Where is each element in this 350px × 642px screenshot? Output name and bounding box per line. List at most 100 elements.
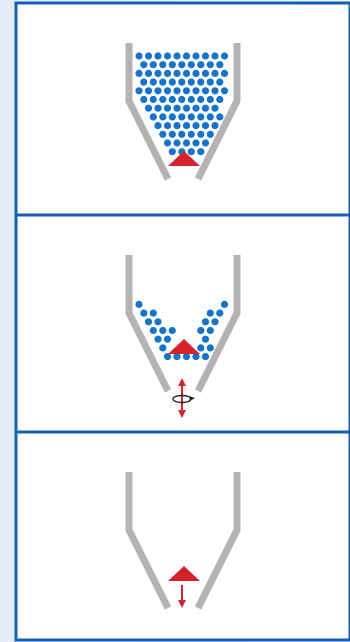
particle bbox=[182, 87, 191, 95]
particle bbox=[201, 318, 210, 326]
particle bbox=[201, 104, 210, 112]
particle bbox=[201, 353, 210, 361]
particle bbox=[220, 69, 229, 77]
arrow-up-head bbox=[178, 378, 186, 386]
particle bbox=[220, 87, 229, 95]
particle bbox=[168, 61, 176, 69]
particle bbox=[135, 69, 143, 77]
particle bbox=[163, 139, 172, 147]
particle bbox=[163, 104, 172, 112]
particle bbox=[159, 95, 167, 104]
particle bbox=[144, 69, 153, 77]
particle bbox=[197, 326, 205, 335]
particle bbox=[159, 344, 167, 352]
down-arrow-head bbox=[178, 600, 186, 608]
particle bbox=[216, 113, 224, 121]
particle bbox=[216, 61, 224, 69]
arrow-down-head bbox=[178, 410, 186, 418]
particle bbox=[220, 300, 229, 308]
particle bbox=[135, 87, 143, 95]
particle bbox=[211, 122, 219, 130]
hopper-right-wall bbox=[194, 43, 241, 181]
particle bbox=[197, 61, 205, 69]
particle bbox=[216, 309, 224, 317]
particle bbox=[144, 87, 153, 95]
particle bbox=[154, 87, 162, 95]
particle bbox=[201, 87, 210, 95]
particle bbox=[173, 69, 181, 77]
particle bbox=[173, 87, 181, 95]
particle bbox=[182, 69, 191, 77]
particle bbox=[144, 318, 153, 326]
particle bbox=[140, 309, 148, 317]
particle bbox=[159, 61, 167, 69]
particle bbox=[197, 344, 205, 352]
particle bbox=[168, 113, 176, 121]
particle bbox=[206, 130, 214, 138]
particle bbox=[197, 148, 205, 156]
particle bbox=[197, 78, 205, 86]
particle bbox=[187, 148, 195, 156]
rotation-arrow-head bbox=[189, 396, 195, 401]
particle bbox=[197, 113, 205, 121]
particle bbox=[201, 139, 210, 147]
particle bbox=[206, 95, 214, 104]
particle bbox=[144, 52, 153, 60]
particle bbox=[206, 78, 214, 86]
particle bbox=[168, 130, 176, 138]
discharge-cone bbox=[168, 151, 200, 166]
particle bbox=[178, 130, 186, 138]
particle bbox=[211, 52, 219, 60]
hopper-left-wall bbox=[125, 255, 172, 393]
particle bbox=[182, 353, 191, 361]
particle bbox=[149, 113, 157, 121]
particle bbox=[140, 78, 148, 86]
hopper-right-wall bbox=[194, 472, 241, 610]
particle bbox=[192, 69, 200, 77]
particle bbox=[135, 52, 143, 60]
panel-discharging bbox=[125, 255, 241, 418]
particle bbox=[201, 335, 210, 343]
particle bbox=[149, 326, 157, 335]
particle bbox=[206, 61, 214, 69]
particle bbox=[149, 95, 157, 104]
particle bbox=[173, 104, 181, 112]
particle bbox=[173, 122, 181, 130]
particle bbox=[168, 326, 176, 335]
particle bbox=[178, 95, 186, 104]
particle bbox=[216, 78, 224, 86]
particle bbox=[201, 52, 210, 60]
particle bbox=[159, 78, 167, 86]
discharge-cone bbox=[168, 339, 200, 354]
particle bbox=[178, 113, 186, 121]
particle bbox=[192, 52, 200, 60]
particle bbox=[140, 95, 148, 104]
particle bbox=[140, 61, 148, 69]
particle bbox=[149, 309, 157, 317]
particle bbox=[163, 69, 172, 77]
particle bbox=[211, 69, 219, 77]
particle bbox=[173, 52, 181, 60]
particle bbox=[182, 139, 191, 147]
panel-empty bbox=[125, 472, 241, 610]
hopper-left-wall bbox=[125, 43, 172, 181]
particle bbox=[163, 52, 172, 60]
particle bbox=[144, 104, 153, 112]
particle bbox=[211, 87, 219, 95]
particle bbox=[178, 78, 186, 86]
particle bbox=[163, 87, 172, 95]
particle bbox=[211, 104, 219, 112]
particle bbox=[192, 122, 200, 130]
particle bbox=[154, 52, 162, 60]
particle bbox=[192, 353, 200, 361]
particle bbox=[159, 326, 167, 335]
particle bbox=[182, 122, 191, 130]
particle bbox=[163, 122, 172, 130]
particle bbox=[159, 113, 167, 121]
particle bbox=[163, 353, 172, 361]
particle bbox=[149, 61, 157, 69]
particle bbox=[135, 300, 143, 308]
hopper-left-wall bbox=[125, 472, 172, 610]
particle bbox=[154, 69, 162, 77]
